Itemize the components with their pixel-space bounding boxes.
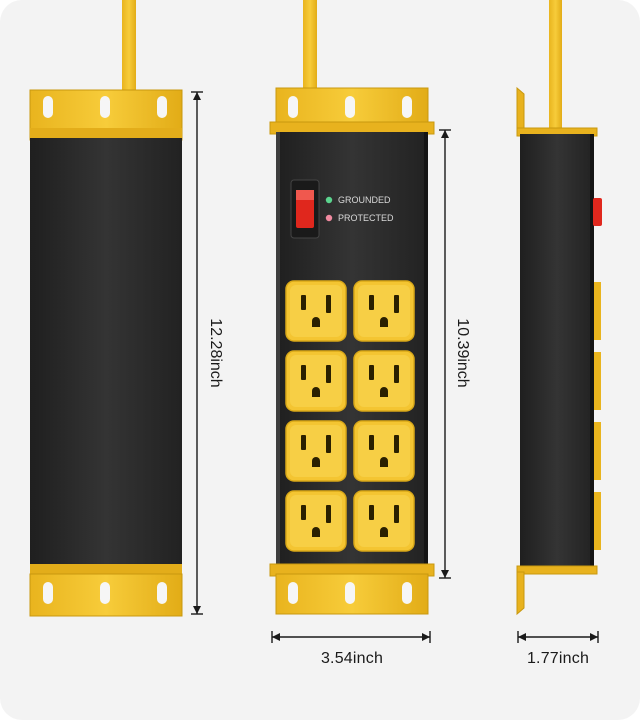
back-height-dimension-line	[191, 91, 203, 615]
mount-hole	[43, 96, 53, 118]
front-view: GROUNDED PROTECTED	[269, 0, 435, 615]
front-height-dimension-line	[439, 129, 451, 579]
power-cord	[303, 0, 317, 92]
mount-hole	[157, 96, 167, 118]
mount-hole	[345, 582, 355, 604]
back-body	[30, 138, 182, 566]
mount-hole	[288, 582, 298, 604]
width-dimension-line	[271, 631, 431, 643]
mount-hole	[100, 582, 110, 604]
protected-label: PROTECTED	[338, 213, 394, 223]
back-view	[29, 0, 183, 617]
side-body	[520, 134, 594, 568]
grounded-indicator-icon	[325, 196, 333, 204]
mount-hole	[345, 96, 355, 118]
protected-indicator-icon	[325, 214, 333, 222]
outlet	[285, 280, 347, 342]
side-view	[516, 0, 602, 616]
outlet	[353, 350, 415, 412]
back-height-label: 12.28inch	[207, 318, 224, 388]
mount-hole	[402, 96, 412, 118]
depth-label: 1.77inch	[526, 650, 590, 667]
mount-hole	[288, 96, 298, 118]
mount-hole	[157, 582, 167, 604]
mount-hole	[402, 582, 412, 604]
outlet	[285, 350, 347, 412]
outlet	[353, 280, 415, 342]
outlet	[353, 490, 415, 552]
outlet	[285, 420, 347, 482]
mount-hole	[43, 582, 53, 604]
power-switch-side	[593, 198, 602, 226]
mount-hole	[100, 96, 110, 118]
outlet	[353, 420, 415, 482]
grounded-label: GROUNDED	[338, 195, 391, 205]
width-label: 3.54inch	[320, 650, 384, 667]
power-cord	[549, 0, 562, 128]
front-height-label: 10.39inch	[454, 318, 471, 388]
power-cord	[122, 0, 136, 92]
depth-dimension-line	[517, 631, 599, 643]
outlet	[285, 490, 347, 552]
power-switch[interactable]	[290, 179, 320, 239]
